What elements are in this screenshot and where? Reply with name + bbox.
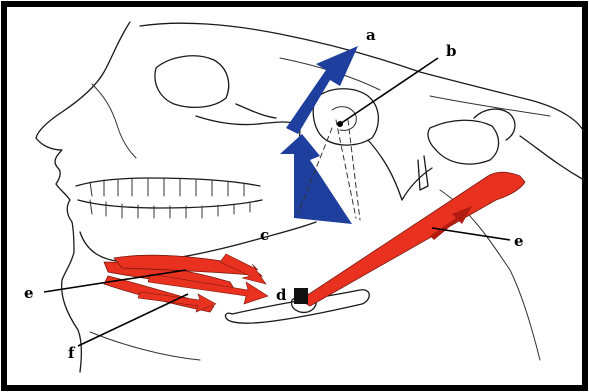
leader-b-point — [337, 121, 343, 127]
label-e-left: e — [24, 284, 34, 302]
arrow-blue-a — [286, 46, 358, 134]
hyoid-attachment — [294, 288, 308, 304]
label-a: a — [366, 26, 376, 44]
label-d: d — [276, 286, 287, 304]
label-b: b — [446, 42, 457, 60]
leader-b — [340, 58, 438, 124]
label-f: f — [68, 344, 76, 362]
digastric-posterior-belly — [300, 172, 525, 306]
label-e-right: e — [514, 232, 524, 250]
leader-f — [78, 294, 188, 346]
leader-e-right — [432, 228, 510, 240]
labels: a b c d e e f — [24, 26, 524, 362]
label-c: c — [260, 226, 269, 244]
